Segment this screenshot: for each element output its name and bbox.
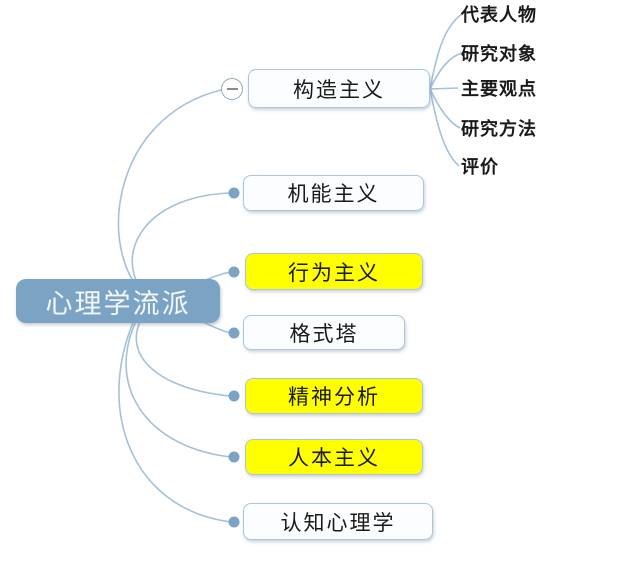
edge-dot-humanism [228,451,240,463]
minus-bar [226,88,238,90]
edge-root-humanism [125,303,232,458]
subtopic-evaluation[interactable]: 评价 [461,157,499,177]
edge-structuralism-representatives [429,13,463,90]
edge-dot-functionalism [228,187,240,199]
subtopic-research-object[interactable]: 研究对象 [461,44,537,64]
subtopic-representative-figures[interactable]: 代表人物 [461,5,537,25]
edge-dot-gestalt [228,327,240,339]
node-humanism[interactable]: 人本主义 [245,439,423,475]
edge-dot-behaviorism [228,266,240,278]
node-functionalism[interactable]: 机能主义 [243,175,424,211]
node-gestalt[interactable]: 格式塔 [243,315,405,350]
edge-root-cognitive [118,303,232,523]
subtopic-main-viewpoints[interactable]: 主要观点 [461,79,537,99]
edge-root-structuralism [117,89,222,301]
edge-structuralism-research-object [429,52,463,90]
collapse-minus-icon[interactable] [221,78,243,100]
root-node-psychology-schools[interactable]: 心理学流派 [16,279,220,323]
edge-dot-cognitive [228,516,240,528]
edge-structuralism-main-views [429,87,459,90]
node-structuralism[interactable]: 构造主义 [248,69,430,108]
node-behaviorism[interactable]: 行为主义 [245,253,423,290]
edge-structuralism-research-methods [429,88,461,129]
edge-structuralism-evaluation [429,88,460,167]
node-cognitive-psychology[interactable]: 认知心理学 [243,503,433,540]
node-psychoanalysis[interactable]: 精神分析 [245,378,423,414]
edge-dot-psychoanalysis [228,390,240,402]
subtopic-research-methods[interactable]: 研究方法 [461,119,537,139]
